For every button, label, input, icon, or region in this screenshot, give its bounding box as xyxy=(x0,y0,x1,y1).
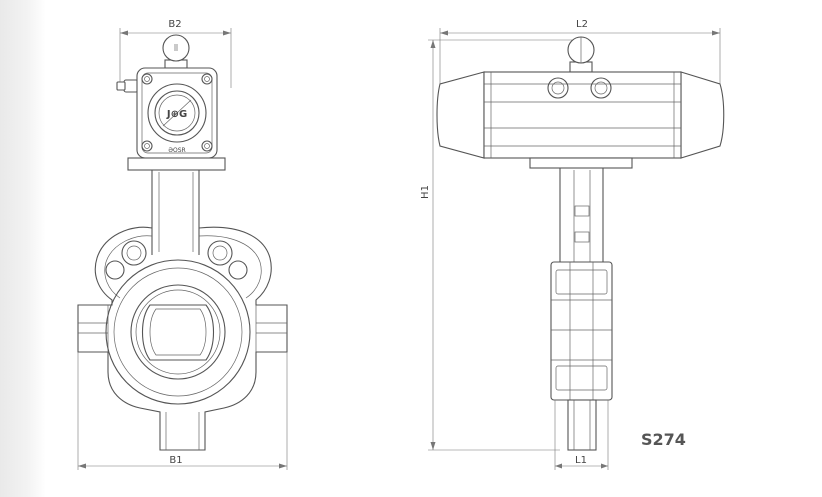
cable-gland xyxy=(116,79,139,93)
dimension-l1: L1 xyxy=(554,400,609,470)
left-edge-strip xyxy=(0,0,46,497)
dimension-b1: B1 xyxy=(77,352,288,470)
position-indicator-knob xyxy=(162,34,190,69)
dimension-label-b1: B1 xyxy=(169,455,182,466)
dimension-label-l2: L2 xyxy=(576,19,588,30)
actuator-brand-mark: J⊕G xyxy=(166,109,187,120)
front-view: B2 J⊕G ƏOSR xyxy=(77,19,288,470)
valve-neck xyxy=(151,170,200,255)
dimension-label-h1: H1 xyxy=(420,185,431,199)
actuator-housing: J⊕G ƏOSR xyxy=(136,67,218,159)
valve-body xyxy=(77,226,288,451)
actuator-bottom-mark: ƏOSR xyxy=(168,147,185,154)
dimension-label-b2: B2 xyxy=(168,19,181,30)
mounting-plate xyxy=(127,157,226,171)
side-valve-body xyxy=(550,261,613,401)
side-view: L2 H1 xyxy=(420,19,725,470)
valve-disc xyxy=(105,259,251,405)
pneumatic-actuator xyxy=(436,71,725,159)
dimension-label-l1: L1 xyxy=(575,455,587,466)
side-bottom-stub xyxy=(567,399,597,451)
side-valve-neck xyxy=(559,168,604,262)
side-indicator-knob xyxy=(567,36,595,73)
model-number-label: S274 xyxy=(641,430,686,449)
dimension-b2: B2 xyxy=(119,19,232,88)
dimension-h1: H1 xyxy=(420,39,580,451)
side-mounting-plate xyxy=(529,157,633,169)
